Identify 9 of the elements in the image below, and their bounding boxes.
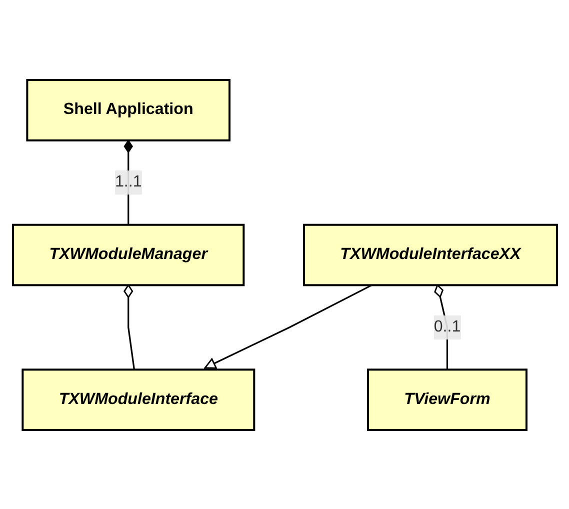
arrow [204,284,372,368]
node-box: TXWModuleInterface [21,368,255,430]
edge-label: 0..1 [433,318,460,335]
node-box: TXWModuleManager [12,223,244,286]
connector [123,284,135,370]
node-box: TViewForm [366,368,527,430]
node-box: Shell Application [26,78,230,141]
node-box: TXWModuleInterfaceXX [302,223,558,286]
edge-label: 1..1 [114,173,142,190]
